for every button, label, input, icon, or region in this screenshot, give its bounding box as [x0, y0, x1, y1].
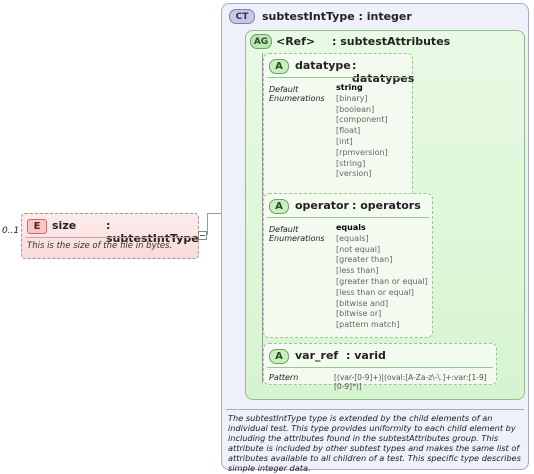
enumeration-value: [pattern match]: [336, 320, 400, 330]
enumeration-value: [greater than or equal]: [336, 276, 428, 286]
collapse-toggle-icon[interactable]: [198, 231, 207, 240]
attribute-group-badge-icon: AG: [250, 34, 272, 49]
default-value: string: [336, 83, 363, 92]
facet-label-enumerations: Enumerations: [269, 94, 325, 103]
facet-label-default: Default: [269, 85, 299, 94]
enumeration-value: [less than]: [336, 266, 379, 276]
pattern-value: [(var-[0-9]+)|(oval:[A-Za-z\-\.]+:var:[1…: [334, 373, 487, 391]
element-name: size: [52, 219, 77, 232]
default-value: equals: [336, 223, 366, 232]
enumeration-value: [int]: [336, 136, 353, 146]
attribute-type: : varid: [346, 349, 386, 362]
enumeration-value: [boolean]: [336, 104, 375, 114]
complex-type-badge-icon: CT: [229, 9, 255, 24]
attribute-group-type: : subtestAttributes: [332, 35, 451, 48]
complex-type-divider: [226, 409, 524, 410]
element-size-box[interactable]: E size : subtestIntType This is the size…: [21, 213, 199, 259]
attribute-datatype-box[interactable]: A datatype : datatypes Default Enumerati…: [263, 53, 415, 213]
enumeration-value: [binary]: [336, 93, 368, 103]
attribute-name: operator: [295, 199, 349, 212]
enumeration-value: [float]: [336, 126, 361, 136]
attribute-divider: [267, 77, 409, 78]
attribute-type: : datatypes: [352, 59, 415, 85]
element-type: : subtestIntType: [106, 219, 199, 245]
attribute-badge-icon: A: [269, 199, 289, 214]
facet-label-pattern: Pattern: [269, 373, 299, 382]
enumeration-value: [equals]: [336, 233, 369, 243]
attribute-group-box[interactable]: AG <Ref> : subtestAttributes A datatype …: [245, 30, 525, 400]
connector-line: [207, 213, 208, 235]
attribute-divider: [267, 217, 429, 218]
attribute-name: var_ref: [295, 349, 339, 362]
enumeration-value: [component]: [336, 115, 388, 125]
facet-values: equals [equals] [not equal] [greater tha…: [336, 223, 428, 331]
connector-line: [207, 213, 221, 214]
attribute-group-ref: <Ref>: [276, 35, 316, 48]
tree-connector-line: [262, 53, 263, 383]
attribute-badge-icon: A: [269, 59, 289, 74]
complex-type-title: subtestIntType : integer: [262, 10, 412, 23]
attribute-name: datatype: [295, 59, 351, 72]
facet-label-enumerations: Enumerations: [269, 234, 325, 243]
enumeration-value: [greater than]: [336, 255, 393, 265]
enumeration-value: [string]: [336, 158, 366, 168]
enumeration-value: [not equal]: [336, 244, 381, 254]
enumeration-value: [bitwise or]: [336, 309, 382, 319]
attribute-operator-box[interactable]: A operator : operators Default Enumerati…: [263, 193, 433, 338]
enumeration-value: [less than or equal]: [336, 287, 414, 297]
enumeration-value: [bitwise and]: [336, 298, 389, 308]
enumeration-value: [rpmversion]: [336, 147, 388, 157]
complex-type-documentation: The subtestIntType type is extended by t…: [228, 413, 521, 473]
attribute-var-ref-box[interactable]: A var_ref : varid Pattern [(var-[0-9]+)|…: [263, 343, 497, 391]
element-divider: [25, 237, 195, 238]
occurrence-label: 0..1: [2, 226, 20, 236]
attribute-divider: [267, 367, 493, 368]
element-documentation: This is the size of the file in bytes.: [27, 241, 173, 251]
facet-label-default: Default: [269, 225, 299, 234]
attribute-type: : operators: [352, 199, 421, 212]
enumeration-value: [version]: [336, 169, 372, 179]
attribute-badge-icon: A: [269, 349, 289, 364]
facet-values: string [binary] [boolean] [component] [f…: [336, 83, 388, 180]
element-badge-icon: E: [27, 219, 47, 234]
